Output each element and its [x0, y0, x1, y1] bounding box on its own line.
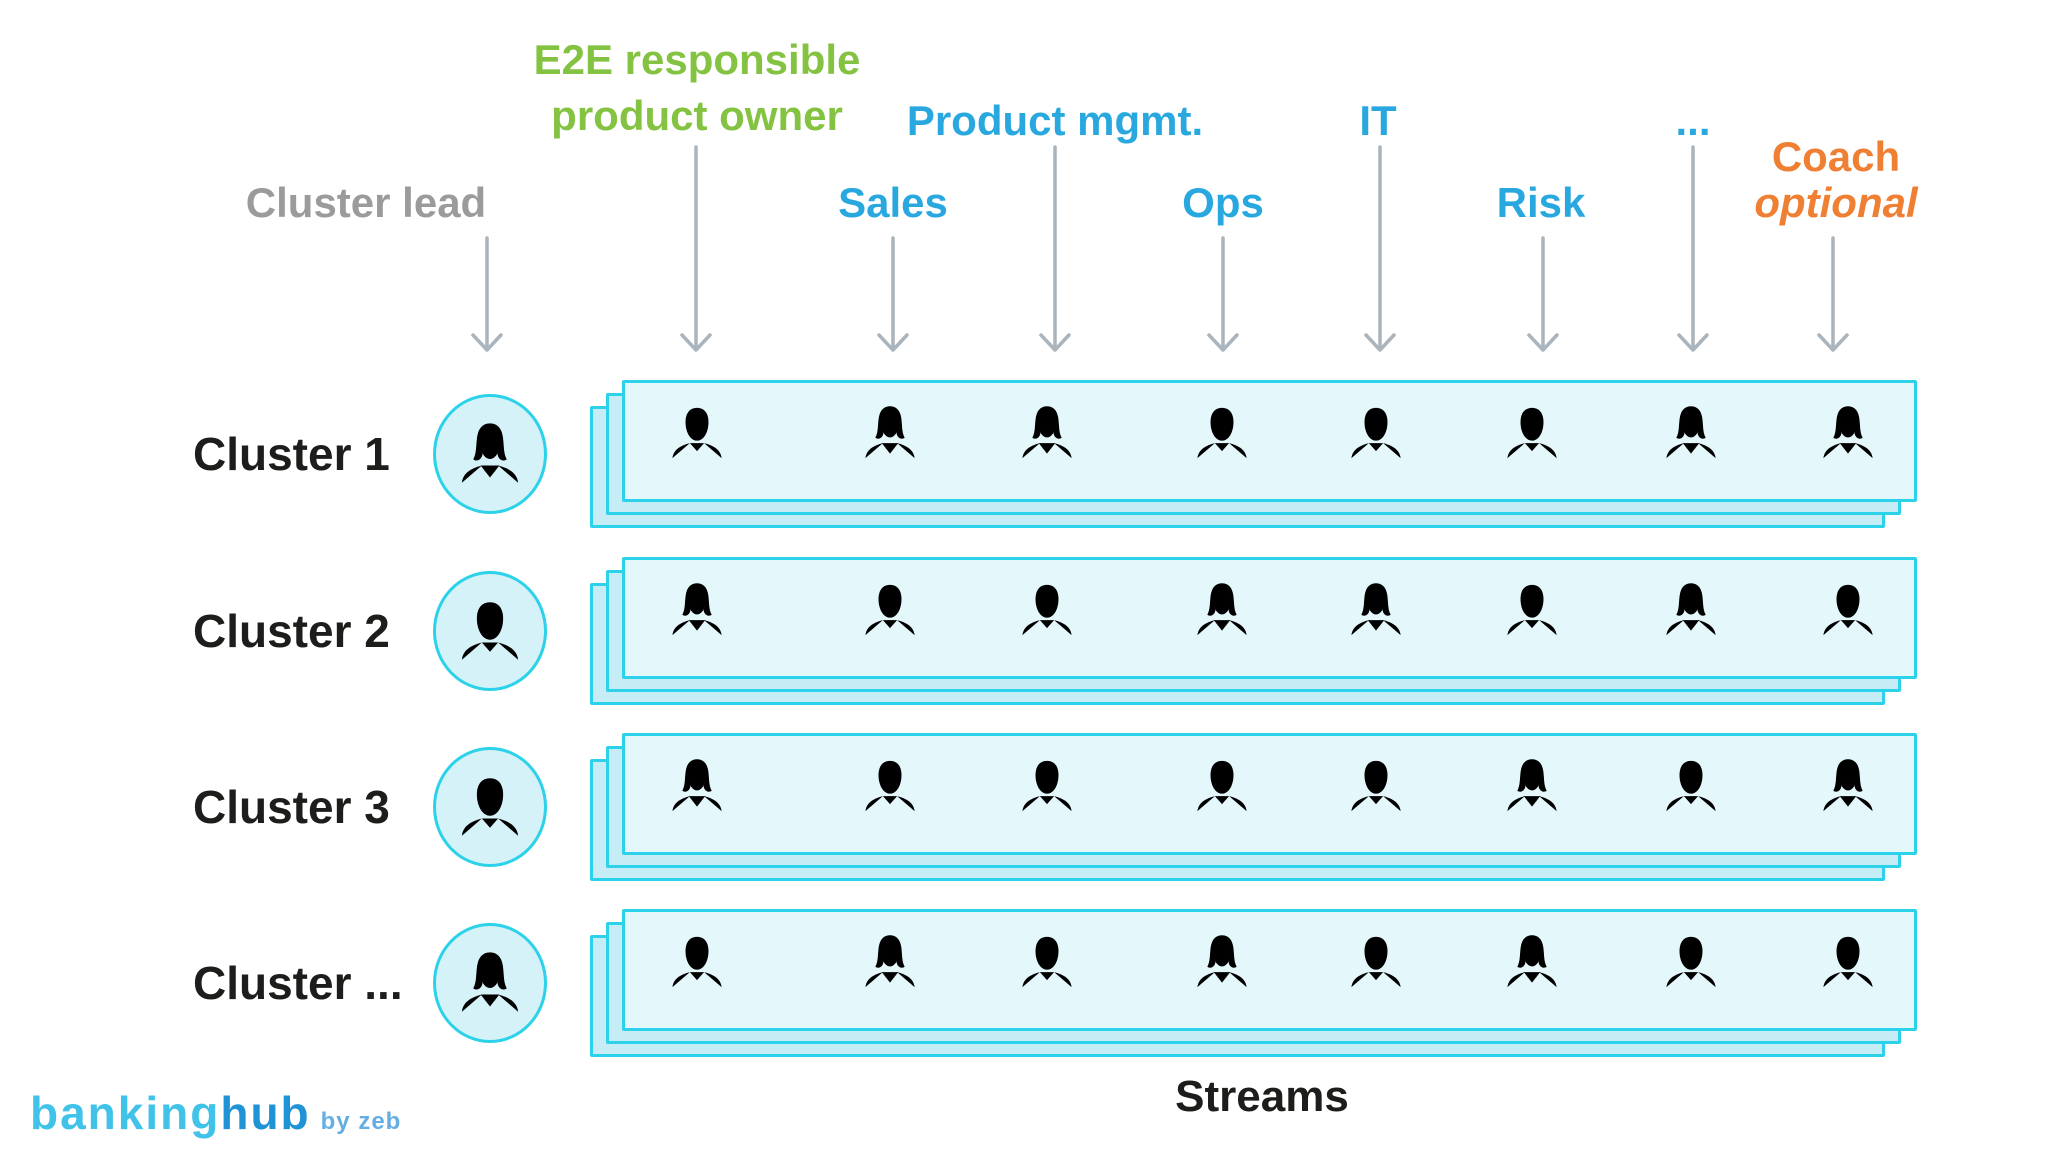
cluster-row-label-4: Cluster ... [193, 957, 403, 1009]
arrow-cluster-lead [471, 236, 503, 352]
stream-member-icon-female-orange [1823, 759, 1873, 812]
cluster-lead-icon-male [461, 602, 519, 661]
column-label-it: IT [1359, 96, 1396, 146]
stream-member-icon-male-cyan [1666, 936, 1716, 988]
stream-member-icon-female-orange [1823, 406, 1873, 459]
cluster-row-label-3: Cluster 3 [193, 781, 390, 833]
column-label-more: ... [1675, 96, 1710, 146]
stream-member-icon-female-green [672, 583, 722, 636]
arrow-sales [877, 236, 909, 352]
stream-member-icon-female-cyan [1666, 583, 1716, 636]
stream-member-icon-male-cyan [1351, 760, 1401, 812]
column-label-e2e-po-line1: E2E responsible [533, 36, 861, 83]
stream-member-icon-male-orange [1823, 936, 1873, 988]
logo-byline: by zeb [320, 1108, 402, 1135]
stream-member-icon-female-cyan [1507, 759, 1557, 812]
stream-member-icon-male-cyan [1197, 407, 1247, 459]
cluster-lead-icon-female [461, 423, 519, 483]
logo-part-banking: banking [30, 1087, 221, 1139]
stream-member-icon-male-cyan [865, 584, 915, 636]
stream-member-icon-male-cyan [1197, 760, 1247, 812]
stream-member-icon-male-cyan [1666, 760, 1716, 812]
stream-member-icon-male-cyan [1022, 584, 1072, 636]
column-label-it-line1: IT [1359, 97, 1397, 144]
column-label-coach-line1: Coach [1771, 133, 1901, 180]
column-label-e2e-po: E2E responsible product owner [534, 32, 861, 144]
stream-member-icon-female-cyan [1351, 583, 1401, 636]
stream-member-icon-female-cyan [1666, 406, 1716, 459]
stream-member-icon-male-cyan [865, 760, 915, 812]
stream-panel [622, 909, 1917, 1031]
column-label-more-line1: ... [1675, 97, 1711, 144]
cluster-lead-avatar [433, 747, 547, 867]
stream-member-icon-male-cyan [1507, 584, 1557, 636]
column-label-cluster-lead-line1: Cluster lead [245, 179, 487, 226]
arrow-coach [1817, 236, 1849, 352]
cluster-lead-avatar [433, 571, 547, 691]
stream-member-icon-female-cyan [1197, 583, 1247, 636]
arrow-risk [1527, 236, 1559, 352]
arrow-more [1677, 145, 1709, 352]
stream-member-icon-male-cyan [1022, 760, 1072, 812]
stream-member-icon-female-cyan [1022, 406, 1072, 459]
stream-member-icon-male-cyan [1351, 407, 1401, 459]
arrow-ops [1207, 236, 1239, 352]
streams-label: Streams [1175, 1072, 1349, 1121]
cluster-lead-avatar [433, 394, 547, 514]
stream-panel [622, 557, 1917, 679]
stream-member-icon-male-green [672, 936, 722, 988]
stream-member-icon-male-cyan [1351, 936, 1401, 988]
column-label-risk-line1: Risk [1496, 179, 1586, 226]
column-label-sales-line1: Sales [838, 179, 948, 226]
arrow-it [1364, 145, 1396, 352]
stream-member-icon-male-orange [1823, 584, 1873, 636]
stream-member-icon-female-cyan [1507, 935, 1557, 988]
column-label-cluster-lead: Cluster lead [246, 178, 486, 228]
column-label-e2e-po-line2: product owner [551, 92, 843, 139]
column-label-coach-line2: optional [1754, 179, 1918, 226]
logo-part-hub: hub [220, 1087, 311, 1139]
cluster-lead-avatar [433, 923, 547, 1043]
column-label-risk: Risk [1497, 178, 1586, 228]
column-label-ops-line1: Ops [1182, 179, 1264, 226]
cluster-lead-icon-male [461, 778, 519, 837]
column-label-ops: Ops [1182, 178, 1264, 228]
stream-member-icon-male-cyan [1022, 936, 1072, 988]
stream-member-icon-male-green [672, 407, 722, 459]
stream-panel [622, 733, 1917, 855]
arrow-e2e-po [680, 145, 712, 352]
arrow-product-mgmt [1039, 145, 1071, 352]
stream-member-icon-female-cyan [865, 406, 915, 459]
stream-panel [622, 380, 1917, 502]
stream-member-icon-male-cyan [1507, 407, 1557, 459]
cluster-lead-icon-female [461, 952, 519, 1012]
column-label-product-mgmt-line1: Product mgmt. [906, 97, 1204, 144]
cluster-row-label-2: Cluster 2 [193, 605, 390, 657]
stream-member-icon-female-cyan [865, 935, 915, 988]
cluster-row-label-1: Cluster 1 [193, 428, 390, 480]
column-label-product-mgmt: Product mgmt. [907, 96, 1203, 146]
column-label-sales: Sales [838, 178, 948, 228]
stream-member-icon-female-green [672, 759, 722, 812]
stream-member-icon-female-cyan [1197, 935, 1247, 988]
